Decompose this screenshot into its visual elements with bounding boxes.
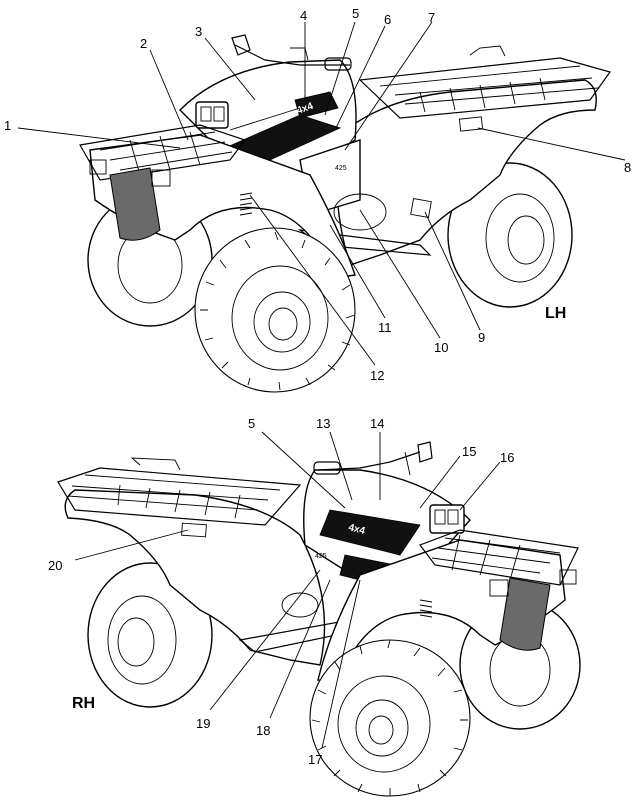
rear-rack-rh: [57, 457, 302, 526]
front-rack-lh: [79, 124, 246, 181]
callout-18: 18: [256, 723, 270, 738]
callout-2: 2: [140, 36, 147, 51]
callout-20: 20: [48, 558, 62, 573]
callouts-lh: 1 2 3 4 5 6 7 8 9 10 11 12 LH: [4, 6, 631, 383]
front-rack-rh: [419, 529, 579, 586]
callout-4: 4: [300, 8, 307, 23]
callout-5: 5: [352, 6, 359, 21]
callout-1: 1: [4, 118, 11, 133]
callouts-rh: 5 13 14 15 16 20 19 18 17 RH: [48, 416, 514, 767]
callout-15: 15: [462, 444, 476, 459]
leader-lines-lh: [17, 21, 626, 366]
side-label-rh: RH: [72, 695, 95, 712]
callout-11: 11: [378, 320, 392, 335]
callout-3: 3: [195, 24, 202, 39]
rear-rack-lh: [358, 45, 611, 119]
callout-5-rh: 5: [248, 416, 255, 431]
callout-6: 6: [384, 12, 391, 27]
atv-left-side-view: 4x4 425: [79, 34, 611, 393]
callout-17: 17: [308, 752, 322, 767]
atv-right-side-view: 4x4 425: [57, 441, 581, 797]
leader-lines-rh: [74, 431, 501, 749]
svg-text:425: 425: [335, 165, 347, 172]
callout-14: 14: [370, 416, 384, 431]
rear-wheel-lh: [447, 162, 573, 308]
callout-16: 16: [500, 450, 514, 465]
callout-19: 19: [196, 716, 210, 731]
rear-wheel-rh: [87, 562, 213, 708]
callout-9: 9: [478, 330, 485, 345]
callout-13: 13: [316, 416, 330, 431]
side-label-lh: LH: [545, 305, 566, 322]
handlebar-rh: [313, 441, 433, 476]
front-wheel-near-lh: [194, 227, 356, 393]
svg-text:4x4: 4x4: [347, 522, 366, 537]
front-wheel-near-rh: [309, 639, 471, 797]
callout-12: 12: [370, 368, 384, 383]
svg-text:425: 425: [315, 553, 327, 560]
callout-8: 8: [624, 160, 631, 175]
callout-7: 7: [428, 10, 435, 25]
callout-10: 10: [434, 340, 448, 355]
